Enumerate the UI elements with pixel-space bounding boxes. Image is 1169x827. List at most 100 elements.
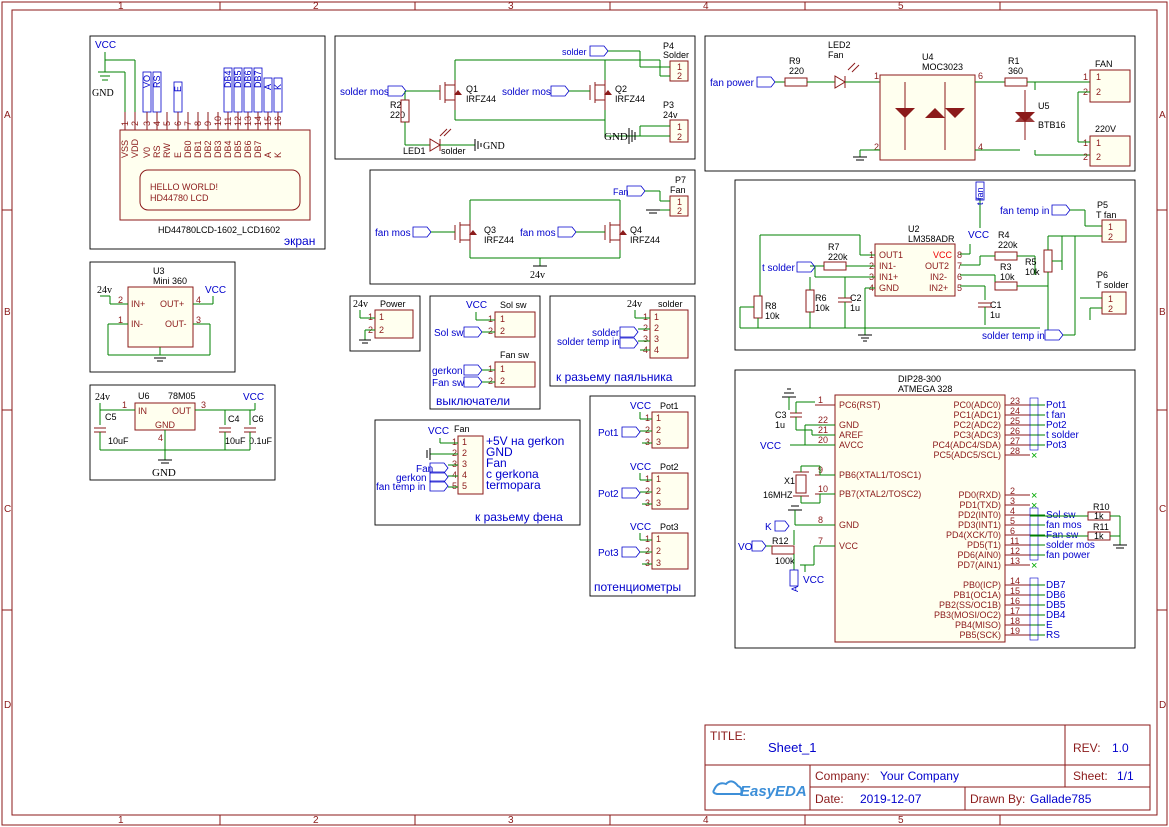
- svg-text:VCC: VCC: [933, 250, 953, 260]
- svg-text:Fan sw: Fan sw: [432, 378, 465, 389]
- svg-text:5: 5: [452, 481, 457, 491]
- row-label: C: [4, 504, 11, 515]
- svg-text:1: 1: [677, 122, 682, 132]
- svg-text:к разьему фена: к разьему фена: [475, 510, 563, 524]
- mcu-pin-name: PB1(OC1A): [953, 590, 1001, 600]
- vcc-label: VCC: [95, 40, 116, 51]
- dcdc-u3: [127, 286, 194, 348]
- mcu-pin-number: 22: [818, 415, 828, 425]
- power-connector-block: 24v Power 12 12: [349, 295, 421, 352]
- svg-text:2: 2: [500, 326, 505, 336]
- svg-text:VCC: VCC: [630, 522, 651, 533]
- svg-text:100k: 100k: [775, 556, 795, 566]
- svg-text:Pot2: Pot2: [598, 489, 619, 500]
- mcu-pin-name: GND: [839, 520, 860, 530]
- svg-text:6: 6: [978, 71, 983, 81]
- svg-text:0.1uF: 0.1uF: [249, 436, 273, 446]
- svg-text:GND: GND: [155, 420, 176, 430]
- col-label: 2: [313, 1, 319, 12]
- mcu-pin-number: 19: [1010, 626, 1020, 636]
- svg-text:RS: RS: [152, 145, 162, 158]
- svg-text:OUT+: OUT+: [160, 299, 184, 309]
- svg-text:3: 3: [654, 334, 659, 344]
- svg-text:V0: V0: [142, 147, 152, 158]
- svg-text:4: 4: [196, 295, 201, 305]
- svg-text:1: 1: [654, 312, 659, 322]
- mosfet-q3: Q3 IRFZ44: [454, 220, 514, 250]
- svg-text:U6: U6: [138, 391, 150, 401]
- svg-text:R11: R11: [1093, 522, 1109, 532]
- svg-text:220: 220: [390, 110, 405, 120]
- col-label: 1: [118, 815, 124, 826]
- svg-text:5: 5: [462, 481, 467, 491]
- mcu-pin-number: 15: [1010, 586, 1020, 596]
- lcd-screen-text: HD44780 LCD: [150, 193, 209, 203]
- svg-text:1: 1: [656, 534, 661, 544]
- svg-text:T solder: T solder: [1096, 280, 1128, 290]
- svg-text:4: 4: [462, 470, 467, 480]
- mcu-pin-number: 7: [818, 536, 823, 546]
- svg-text:C6: C6: [252, 414, 264, 424]
- mcu-net-label: DB7: [1046, 580, 1066, 591]
- svg-text:U2: U2: [908, 224, 920, 234]
- svg-text:2: 2: [677, 71, 682, 81]
- svg-text:Fan sw: Fan sw: [500, 350, 530, 360]
- company-label: Company:: [815, 769, 870, 783]
- svg-text:1u: 1u: [775, 420, 785, 430]
- svg-text:IRFZ44: IRFZ44: [484, 235, 514, 245]
- lcd-module: [119, 129, 311, 221]
- svg-text:Q3: Q3: [484, 225, 496, 235]
- mcu-pin-name: PB7(XTAL2/TOSC2): [839, 489, 921, 499]
- svg-text:1: 1: [1108, 294, 1113, 304]
- svg-text:MOC3023: MOC3023: [922, 62, 963, 72]
- svg-text:1k: 1k: [1094, 511, 1104, 521]
- svg-text:P6: P6: [1097, 270, 1108, 280]
- svg-text:4: 4: [452, 470, 457, 480]
- svg-text:6: 6: [173, 121, 183, 126]
- part-name: Solder: [663, 50, 689, 60]
- no-connect-icon: ×: [1031, 450, 1037, 462]
- svg-text:1k: 1k: [1094, 531, 1104, 541]
- svg-text:K: K: [765, 522, 772, 533]
- svg-text:2: 2: [656, 425, 661, 435]
- svg-text:1: 1: [645, 474, 650, 484]
- gnd-label: GND: [92, 88, 114, 99]
- svg-text:2: 2: [1108, 232, 1113, 242]
- mcu-net-label: t solder: [1046, 430, 1079, 441]
- svg-text:DB7: DB7: [253, 140, 263, 158]
- svg-text:4: 4: [158, 433, 163, 443]
- svg-text:Q4: Q4: [630, 225, 642, 235]
- mcu-pin-name: PB0(ICP): [963, 580, 1001, 590]
- sheet-value: 1/1: [1117, 769, 1134, 783]
- svg-text:Pot2: Pot2: [660, 462, 679, 472]
- row-label: B: [1159, 307, 1166, 318]
- svg-text:Sol sw: Sol sw: [434, 328, 464, 339]
- svg-text:3: 3: [452, 459, 457, 469]
- svg-text:LED2: LED2: [828, 40, 851, 50]
- net-label: A: [263, 84, 273, 90]
- mcu-net-label: DB5: [1046, 600, 1066, 611]
- svg-text:solder: solder: [592, 328, 620, 339]
- svg-text:GND: GND: [604, 131, 628, 143]
- svg-text:DB6: DB6: [243, 140, 253, 158]
- mcu-net-label: Pot1: [1046, 400, 1067, 411]
- svg-text:2: 2: [1096, 87, 1101, 97]
- svg-text:2: 2: [130, 121, 140, 126]
- svg-text:2: 2: [1096, 152, 1101, 162]
- svg-text:VCC: VCC: [630, 462, 651, 473]
- svg-text:VCC: VCC: [428, 426, 449, 437]
- mosfet-q2: Q2 IRFZ44: [589, 80, 645, 110]
- svg-text:VCC: VCC: [803, 575, 824, 586]
- col-label: 2: [313, 815, 319, 826]
- svg-text:1: 1: [656, 474, 661, 484]
- svg-text:C1: C1: [990, 300, 1002, 310]
- svg-text:1: 1: [1108, 222, 1113, 232]
- no-connect-icon: ×: [1031, 560, 1037, 572]
- mcu-pin-name: PC6(RST): [839, 400, 881, 410]
- u6-regulator-block: U6 78M05 24v VCC IN OUT GND 1 3 4 C5 10u…: [89, 384, 276, 481]
- mcu-net-label: Pot2: [1046, 420, 1067, 431]
- mcu-pin-number: 23: [1010, 396, 1020, 406]
- svg-text:24v: 24v: [530, 270, 545, 281]
- svg-text:10uF: 10uF: [108, 436, 129, 446]
- svg-text:Pot1: Pot1: [598, 428, 619, 439]
